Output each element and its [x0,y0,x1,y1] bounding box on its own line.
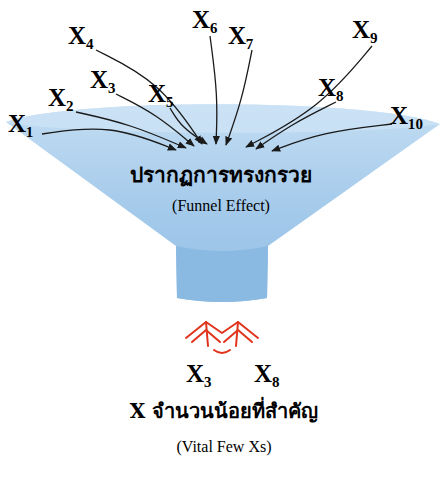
funnel-subtitle: (Funnel Effect) [172,197,270,215]
input-arrow [76,112,186,148]
funnel-spout [176,246,268,302]
x-variable: X₆ [192,6,218,35]
vital-x: X₈ [254,360,280,389]
x-variable: X₈ [318,74,344,103]
funnel-title: ปรากฏการทรงกรวย [130,158,312,191]
x-variable: X₄ [68,22,94,51]
funnel-outline [0,0,442,305]
input-arrow [246,46,372,147]
funnel-shape: ปรากฏการทรงกรวย (Funnel Effect) [0,0,442,305]
input-arrow [210,36,217,144]
x-variable: X₁ [8,110,34,139]
input-arrow [272,124,392,151]
caption-english: (Vital Few Xs) [3,438,442,456]
x-variable: X₇ [228,22,254,51]
input-arrow [42,129,176,150]
input-arrow [170,108,207,144]
vital-x: X₃ [186,360,212,389]
x-variable: X₂ [48,84,74,113]
x-variable: X₉ [352,16,378,45]
x-variable: X₅ [148,80,174,109]
funnel-body [6,104,440,302]
x-variable: X₃ [90,66,116,95]
input-arrow [226,50,252,145]
input-arrows [42,36,392,151]
red-filter-symbol [186,322,258,353]
x-variable: X₁₀ [390,102,423,131]
caption-thai: X จำนวนน้อยที่สำคัญ [3,400,442,423]
